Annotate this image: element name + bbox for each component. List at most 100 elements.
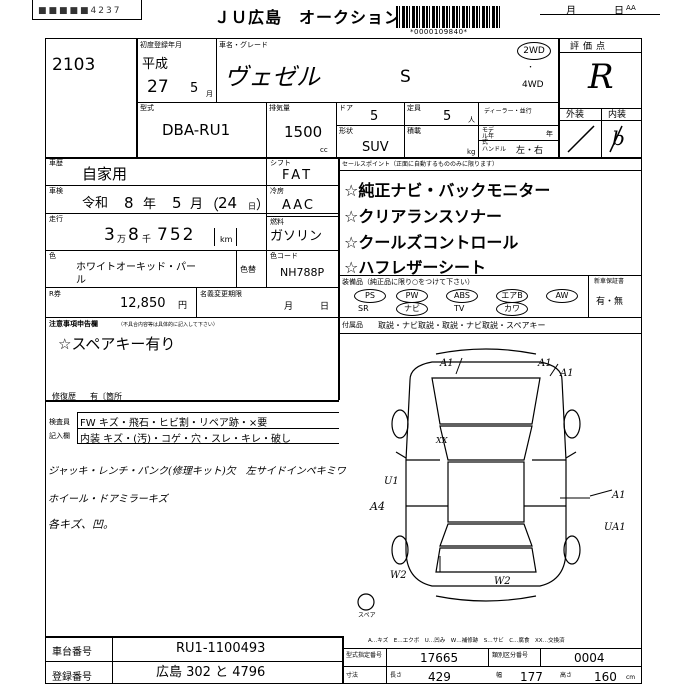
divider-h-sales bbox=[338, 170, 642, 171]
class-label: 類別区分番号 bbox=[492, 652, 529, 659]
mark-w2-rear: W2 bbox=[494, 576, 511, 587]
divider-v-bottom-label bbox=[112, 636, 113, 684]
barcode-number: *0000109840* bbox=[410, 28, 468, 36]
class-value: 0004 bbox=[574, 651, 605, 665]
inspection-day: 24 bbox=[218, 194, 238, 212]
header-top-left-code: ■■■■■4237 bbox=[38, 6, 122, 16]
equip-ps: PS bbox=[354, 289, 386, 303]
sales-point-1: ☆純正ナビ・バックモニター bbox=[344, 181, 551, 200]
mileage-man: 3 bbox=[104, 225, 115, 245]
divider-v-recycle bbox=[196, 287, 197, 317]
equip-abs: ABS bbox=[446, 289, 478, 303]
mileage-sen-unit: 千 bbox=[142, 235, 152, 245]
divider-h-handle bbox=[478, 140, 558, 141]
mark-ua1: UA1 bbox=[604, 522, 626, 533]
divider-v-disp bbox=[336, 102, 337, 158]
equip-leather: カワ bbox=[496, 302, 528, 316]
mark-a1-right-2: A1 bbox=[560, 368, 574, 379]
dimensions-unit: cm bbox=[626, 674, 636, 681]
lot-number: 2103 bbox=[52, 55, 96, 75]
divider-v-type bbox=[266, 102, 267, 158]
mileage-unit-box bbox=[214, 228, 215, 246]
divider-v-cert bbox=[386, 648, 387, 684]
mark-a1-extra: A1 bbox=[620, 634, 621, 635]
inspector-box-mid bbox=[77, 428, 339, 429]
type-label: 型式 bbox=[140, 104, 154, 112]
inspection-day-paren: （ bbox=[204, 196, 220, 214]
handwritten-line-2: ホイール・ドアミラーキズ bbox=[48, 494, 168, 505]
model-name: ヴェゼル bbox=[224, 63, 320, 91]
mileage-rest: 752 bbox=[157, 225, 196, 245]
displacement-unit: cc bbox=[320, 146, 328, 154]
sales-point-2: ☆クリアランスソナー bbox=[344, 207, 503, 226]
inspector-box-left bbox=[77, 412, 78, 444]
divider-v-ext bbox=[601, 108, 602, 158]
divider-v-cert3 bbox=[540, 648, 541, 666]
handle-value: 左・右 bbox=[516, 146, 544, 156]
inspection-era: 令和 bbox=[82, 196, 109, 211]
plate-label: 登録番号 bbox=[52, 672, 92, 683]
registration-month-unit: 月 bbox=[206, 90, 213, 98]
grade-score-label: 評価点 bbox=[570, 42, 610, 52]
body-label: 形状 bbox=[339, 127, 353, 135]
cert-value: 17665 bbox=[420, 651, 459, 665]
inspector-label-1: 検査員 bbox=[49, 418, 70, 426]
fuel-value: ガソリン bbox=[270, 229, 323, 244]
warranty-value: 有・無 bbox=[596, 297, 624, 307]
recycle-value: 12,850 bbox=[120, 296, 166, 311]
deadline-day: 日 bbox=[320, 302, 330, 312]
divider-v-warranty bbox=[588, 275, 589, 317]
sales-point-4: ☆ハフレザーシート bbox=[344, 258, 487, 277]
divider-v-doors bbox=[404, 102, 405, 158]
deadline-month: 月 bbox=[284, 302, 294, 312]
divider-h-shift bbox=[266, 185, 339, 186]
interior-slash-mark bbox=[609, 125, 623, 153]
header-date-line bbox=[540, 14, 660, 15]
divider-h-insp bbox=[45, 213, 339, 214]
accessories-label: 付属品 bbox=[342, 321, 363, 329]
divider-h-recycle bbox=[45, 317, 339, 318]
equipment-label: 装備品（純正品に限り○をつけて下さい） bbox=[342, 278, 475, 286]
recycle-label: R券 bbox=[49, 290, 61, 298]
width-value: 177 bbox=[520, 670, 543, 684]
sales-point-3: ☆クールズコントロール bbox=[344, 233, 519, 252]
repair-label: 修復歴 bbox=[52, 392, 76, 401]
doors-value: 5 bbox=[370, 109, 379, 124]
notes-content: ☆スペアキー有り bbox=[58, 335, 176, 353]
divider-h-equip bbox=[338, 275, 642, 276]
divider-v-sales bbox=[338, 157, 340, 400]
handwritten-line-1: ジャッキ・レンチ・パンク(修理キット)欠 左サイドインペキミワ bbox=[48, 466, 346, 477]
divider-v-right bbox=[558, 38, 560, 158]
displacement-label: 排気量 bbox=[269, 104, 290, 112]
inspector-label-2: 記入欄 bbox=[49, 432, 70, 440]
mark-xx: XX bbox=[436, 436, 448, 445]
ac-label: 冷房 bbox=[270, 187, 284, 195]
color-change-label: 色替 bbox=[240, 265, 256, 274]
load-label: 積載 bbox=[407, 127, 421, 135]
mileage-sen: 8 bbox=[128, 225, 139, 245]
divider-h-accessories bbox=[338, 333, 642, 334]
divider-v-lot bbox=[136, 38, 138, 158]
registration-month: 5 bbox=[190, 81, 199, 96]
inspection-month-unit: 月 bbox=[190, 197, 204, 212]
divider-v-color bbox=[236, 250, 237, 287]
mark-a1-right: A1 bbox=[612, 490, 626, 501]
dealer-label: ディーラー・並行 bbox=[484, 108, 532, 115]
equip-navi: ナビ bbox=[396, 302, 428, 316]
handwritten-line-3: 各キズ、凹。 bbox=[48, 518, 114, 531]
divider-h-reg bbox=[136, 102, 558, 103]
model-year-unit: 年 bbox=[546, 130, 553, 138]
inspection-day-paren-close: ） bbox=[256, 198, 270, 213]
interior-value: b bbox=[612, 126, 625, 150]
fuel-label: 燃料 bbox=[270, 218, 284, 226]
mileage-label: 走行 bbox=[49, 215, 63, 223]
spare-label: スペア bbox=[358, 612, 376, 619]
chassis-label: 車台番号 bbox=[52, 647, 92, 658]
drive-2wd: 2WD bbox=[517, 42, 551, 60]
divider-h-bottom2 bbox=[45, 661, 343, 662]
usage-value: 自家用 bbox=[82, 165, 128, 183]
capacity-value: 5 bbox=[443, 109, 452, 124]
shift-value: FAT bbox=[282, 168, 314, 183]
code-dots: ■■■■■ bbox=[38, 6, 91, 16]
color-code-label: 色コード bbox=[270, 252, 298, 260]
